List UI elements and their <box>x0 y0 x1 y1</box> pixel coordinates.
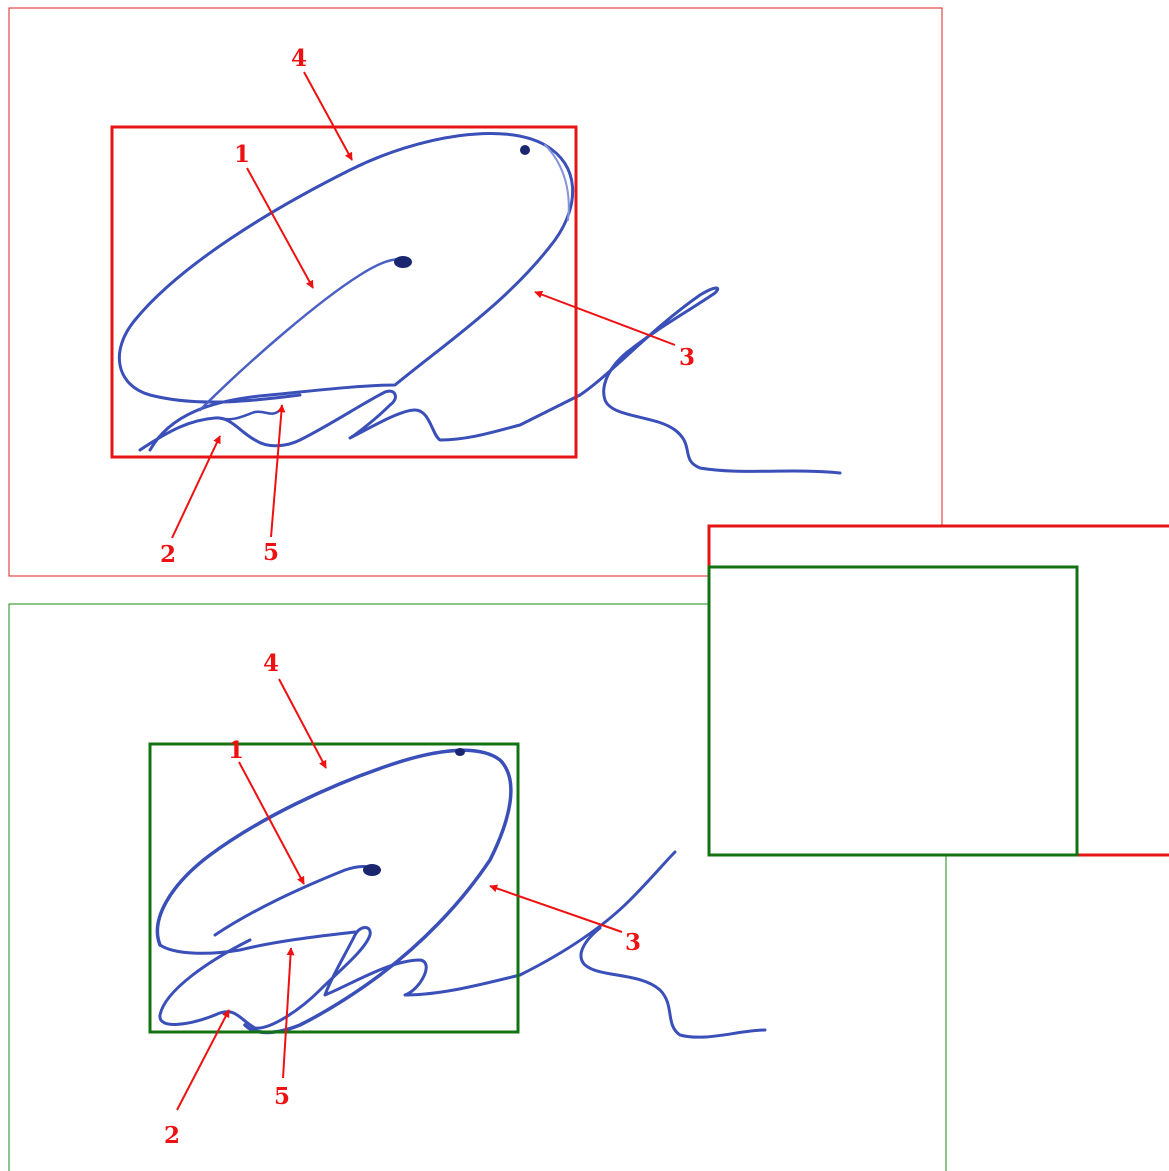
overlap-inset-red-box <box>707 524 1169 857</box>
top-label-5: 5 <box>263 539 279 566</box>
bottom-arrow-4 <box>278 678 327 769</box>
top-signature-lower-zigzag <box>138 389 582 452</box>
bottom-label-3: 3 <box>625 929 641 956</box>
bottom-bounding-box <box>148 742 520 1034</box>
top-arrow-1 <box>246 167 314 289</box>
bottom-panel-frame <box>8 603 947 1171</box>
bottom-arrow-3 <box>489 884 623 933</box>
bottom-signature <box>155 748 767 1039</box>
bottom-arrow-2 <box>176 1009 230 1111</box>
top-label-1: 1 <box>234 141 250 168</box>
bottom-arrow-5 <box>282 947 295 1079</box>
top-signature-inner-stroke <box>198 258 412 412</box>
bottom-label-4: 4 <box>263 650 279 677</box>
top-bounding-box <box>110 125 578 459</box>
bottom-label-1: 1 <box>228 737 244 764</box>
overlap-inset-green-box <box>707 565 1079 857</box>
top-arrow-4 <box>303 71 353 161</box>
top-label-2: 2 <box>160 541 176 568</box>
overlap-inset <box>707 524 1169 857</box>
bottom-signature-tail <box>518 850 767 1039</box>
top-arrow-3 <box>534 290 676 346</box>
top-label-4: 4 <box>291 45 307 72</box>
top-annotations <box>171 71 676 539</box>
bottom-arrow-1 <box>238 761 305 885</box>
top-panel: 1 2 3 4 5 <box>8 7 943 577</box>
bottom-signature-ink-blob <box>363 864 381 876</box>
top-label-3: 3 <box>679 344 695 371</box>
top-signature-main-loop <box>118 131 575 452</box>
bottom-panel: 1 2 3 4 5 <box>8 603 947 1171</box>
top-panel-frame <box>8 7 943 577</box>
bottom-annotations <box>176 678 623 1111</box>
overlap-inset-background <box>709 526 1169 856</box>
bottom-signature-inner-stroke <box>213 865 380 937</box>
bottom-label-5: 5 <box>274 1083 290 1110</box>
top-signature <box>118 131 842 475</box>
bottom-signature-main-loop <box>155 748 513 1035</box>
top-labels: 1 2 3 4 5 <box>160 45 695 568</box>
bottom-labels: 1 2 3 4 5 <box>164 650 641 1149</box>
bottom-signature-lower-zigzag <box>158 926 522 1030</box>
top-arrow-5 <box>270 404 286 538</box>
bottom-label-2: 2 <box>164 1122 180 1149</box>
top-arrow-2 <box>171 435 221 539</box>
top-signature-tail <box>578 286 842 475</box>
top-signature-ink-blob <box>394 256 412 268</box>
